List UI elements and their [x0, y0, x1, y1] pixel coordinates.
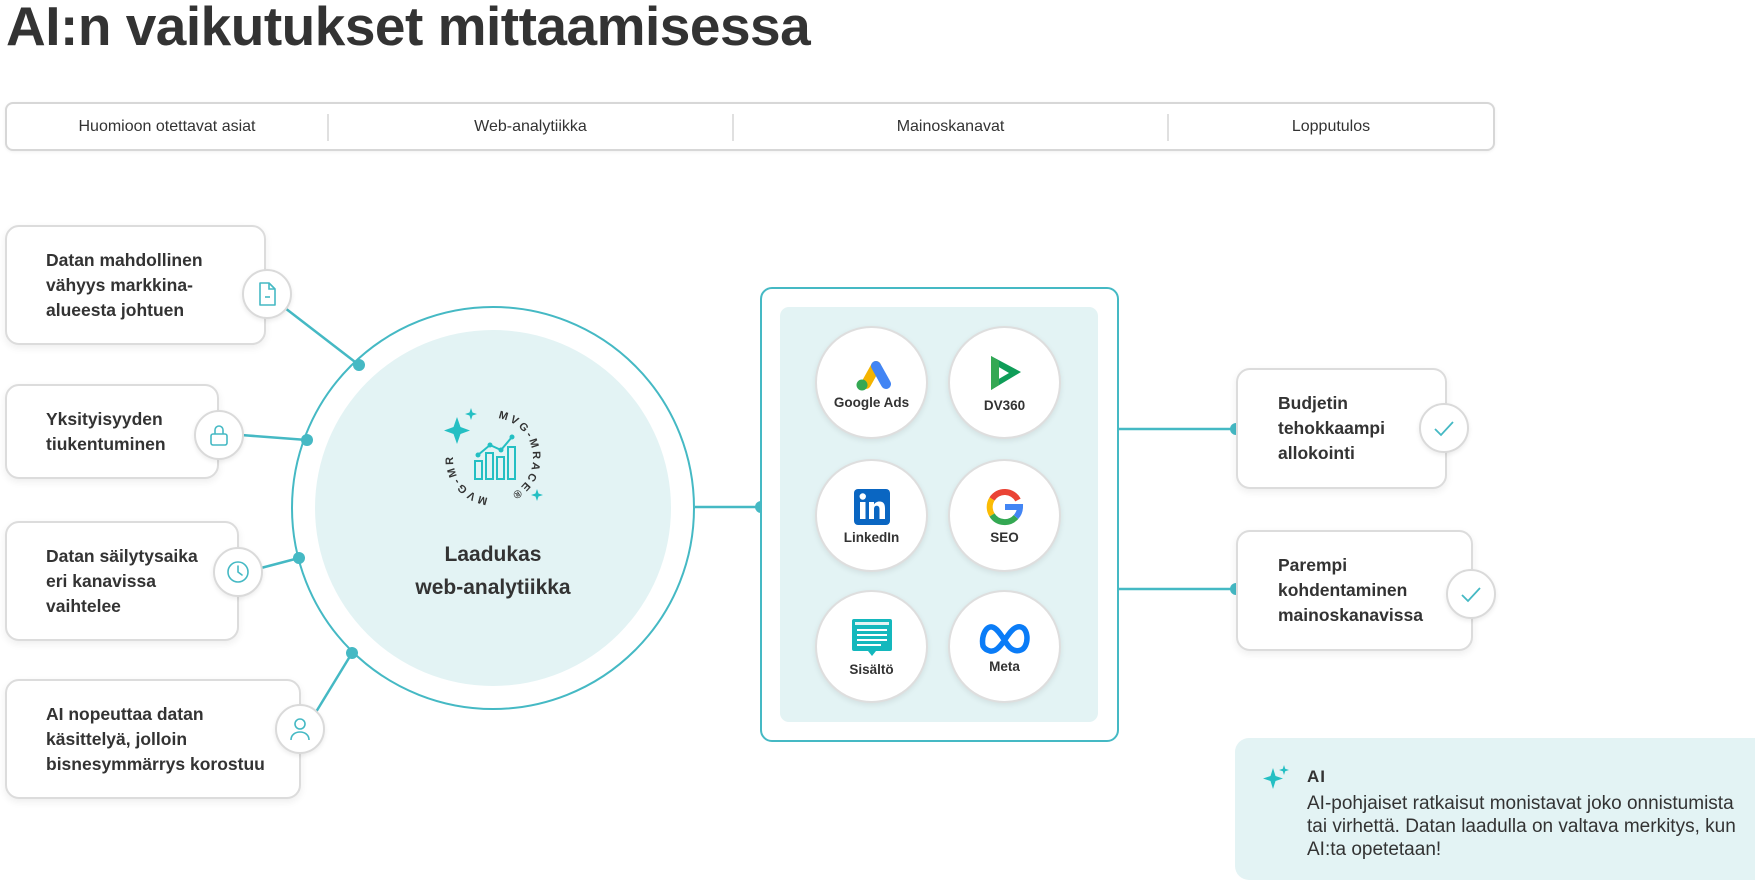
outcome-card: Budjetin tehokkaampi allokointi [1236, 368, 1447, 489]
channel-label: Google Ads [833, 394, 910, 410]
consideration-card: Datan mahdollinen vähyys markkina- aluee… [5, 225, 266, 345]
channel-seo: SEO [948, 459, 1061, 572]
channel-dv360: DV360 [948, 326, 1061, 439]
sparkle-icon [1261, 764, 1291, 797]
consideration-text: Datan mahdollinen vähyys markkina- aluee… [46, 249, 203, 320]
ai-note-box [1235, 738, 1755, 880]
column-header-bar: Huomioon otettavat asiat Web-analytiikka… [5, 102, 1495, 151]
logo-text: MVG-MRACE® [430, 394, 486, 507]
outcome-text: Budjetin tehokkaampi allokointi [1278, 393, 1385, 463]
google-ads-icon [856, 360, 891, 390]
connector-line [260, 556, 300, 570]
consideration-card: AI nopeuttaa datan käsittelyä, jolloin b… [5, 679, 301, 799]
web-analytics-circle [315, 330, 671, 686]
column-header-ad-channels: Mainoskanavat [896, 118, 1005, 135]
column-divider [732, 114, 734, 141]
channel-content: Sisältö [815, 590, 928, 703]
consideration-card: Yksityisyyden tiukentuminen [5, 384, 219, 479]
column-divider [327, 114, 329, 141]
channel-label: SEO [990, 529, 1019, 545]
google-icon [986, 488, 1023, 525]
user-icon [275, 704, 325, 754]
outcome-card: Parempi kohdentaminen mainoskanavissa [1236, 530, 1473, 651]
column-header-web-analytics: Web-analytiikka [474, 118, 587, 135]
ai-note-text: AI-pohjaiset ratkaisut monistavat joko o… [1307, 793, 1736, 860]
column-header-considerations: Huomioon otettavat asiat [78, 118, 256, 135]
channel-linkedin: LinkedIn [815, 459, 928, 572]
connector-line [240, 433, 308, 442]
mvg-mrace-logo: MVG-MRACE® MVG-MRACE® [430, 394, 555, 513]
channel-label: Sisältö [849, 661, 894, 677]
check-icon [1419, 403, 1469, 453]
consideration-text: Yksityisyyden tiukentuminen [46, 408, 166, 454]
svg-text:MVG-MRACE®: MVG-MRACE® [435, 403, 489, 507]
connector-line [314, 652, 354, 713]
clock-icon [213, 547, 263, 597]
consideration-text: AI nopeuttaa datan käsittelyä, jolloin b… [46, 703, 265, 774]
channel-label: DV360 [983, 397, 1026, 413]
logo-text: MVG-MRACE® [497, 409, 539, 502]
ai-note-title: AI [1307, 767, 1326, 786]
channel-label: Meta [989, 658, 1020, 674]
meta-icon [979, 623, 1030, 654]
outcome-text: Parempi kohdentaminen mainoskanavissa [1278, 555, 1423, 625]
page-title: AI:n vaikutukset mittaamisessa [6, 0, 811, 57]
linkedin-icon [853, 488, 890, 525]
document-icon [242, 269, 292, 319]
column-divider [1167, 114, 1169, 141]
lock-icon [194, 410, 244, 460]
column-header-outcome: Lopputulos [1291, 118, 1371, 135]
svg-text:MVG-MRACE®: MVG-MRACE® [497, 409, 542, 502]
channel-label: LinkedIn [843, 529, 900, 545]
dv360-icon [990, 355, 1021, 390]
consideration-card: Datan säilytysaika eri kanavissa vaihtel… [5, 521, 239, 641]
consideration-text: Datan säilytysaika eri kanavissa vaihtel… [46, 545, 198, 616]
channel-google-ads: Google Ads [815, 326, 928, 439]
channel-meta: Meta [948, 590, 1061, 703]
connector-line [284, 307, 360, 366]
content-icon [851, 618, 892, 656]
web-analytics-label: Laadukas web-analytiikka [415, 543, 571, 599]
check-icon [1446, 569, 1496, 619]
